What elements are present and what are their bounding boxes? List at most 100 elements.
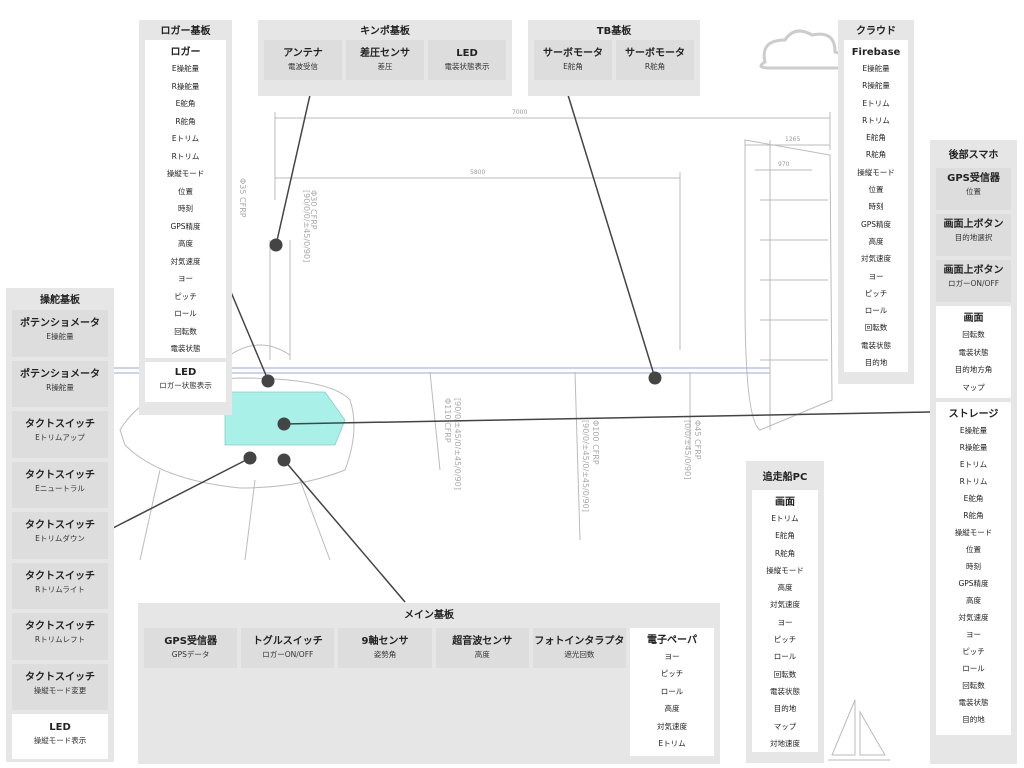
chase-screen-title: 画面 [775,497,795,508]
component-subtitle: E操舵量 [46,332,74,341]
list-item: 対気速度 [958,613,989,622]
component-title: GPS受信器 [947,173,1000,184]
dim-5800: 5800 [470,169,485,176]
component-card: トグルスイッチロガーON/OFF [241,628,335,668]
component-card: GPS受信器位置 [936,168,1011,210]
list-item: ピッチ [962,647,985,656]
component-subtitle: 電装状態表示 [444,62,490,71]
component-subtitle: 位置 [966,187,981,196]
cloud-title: クラウド [856,26,896,37]
tube-110-layup: [90/0/±45/0/±45/0/90] [453,398,462,490]
list-item: 目的地 [864,358,888,368]
list-item: 高度 [777,583,793,593]
component-title: LED [456,48,478,59]
list-item: 対気速度 [770,600,800,610]
component-card: タクトスイッチ Rトリムレフト [12,613,108,660]
list-item: E舵角 [866,133,886,143]
component-card: 9軸センサ姿勢角 [338,628,432,668]
list-item: 時刻 [868,202,884,212]
list-item: R舵角 [175,116,196,126]
component-subtitle: 高度 [474,650,490,659]
list-item: Rトリム [171,151,200,161]
component-title: タクトスイッチ [25,469,95,481]
list-item: E操舵量 [171,64,200,73]
component-subtitle: 電波受信 [288,62,318,71]
list-item: 高度 [178,239,193,248]
list-item: ロール [773,652,797,662]
list-item: 操縦モード [857,167,895,177]
list-item: 対気速度 [657,721,687,731]
tube-30-layup: [90/0/0/±45/0/90] [302,190,311,262]
component-subtitle: Rトリムライト [35,584,85,594]
logger-title: ロガー [170,47,201,58]
list-item: 操縦モード [166,169,205,178]
component-subtitle: 姿勢角 [373,650,397,659]
component-card: 差圧センサ差圧 [346,40,424,80]
component-subtitle: Rトリムレフト [34,635,86,644]
logger-connector-dot [261,374,275,388]
component-subtitle: 操縦モード変更 [33,685,87,695]
component-card: タクトスイッチ Eニュートラル [12,461,108,508]
logger-led-sub: ロガー状態表示 [159,381,212,390]
list-item: Eトリム [862,98,890,108]
component-subtitle: R操舵量 [46,382,74,392]
list-item: 目的地 [962,715,985,724]
main-board-title: メイン基板 [404,610,454,621]
list-item: 対地速度 [770,738,800,748]
tube-30-label: Φ30 CFRP [309,190,318,230]
rear-storage-title: ストレージ [948,409,999,420]
component-subtitle: Eニュートラル [35,483,85,493]
list-item: 位置 [966,545,981,554]
component-title: サーボモータ [625,48,685,59]
list-item: ロール [864,306,888,316]
component-title: GPS受信器 [164,636,217,647]
list-item: 回転数 [864,323,888,333]
component-card: タクトスイッチ操縦モード変更 [12,663,108,710]
component-title: 9軸センサ [361,636,409,647]
list-item: 操縦モード [766,565,804,575]
component-subtitle: 目的地選択 [954,233,993,242]
component-title: タクトスイッチ [25,621,95,632]
rear-phone-title: 後部スマホ [948,150,999,161]
list-item: 位置 [178,186,193,196]
list-item: ヨー [868,271,884,281]
list-item: 電装状態 [861,340,891,350]
list-item: 回転数 [773,669,797,679]
tube-45-label: Φ45 CFRP [693,420,702,460]
list-item: マップ [962,382,985,392]
epaper-title: 電子ペーパ [647,635,697,646]
tube-100-label: Φ100 CFRP [591,420,600,465]
component-subtitle: 遮光回数 [564,650,595,659]
list-item: Eトリム [658,739,686,749]
component-card: 画面上ボタンロガーON/OFF [936,260,1011,302]
rear-phone-panel: 後部スマホ GPS受信器位置画面上ボタン目的地選択画面上ボタンロガーON/OFF… [930,140,1017,764]
list-item: E操舵量 [959,426,988,435]
component-card: LED 電装状態表示 [428,40,506,80]
steer-led-sub: 操縦モード表示 [33,736,87,745]
component-title: アンテナ [283,48,323,59]
list-item: 電装状態 [770,686,800,696]
list-item: R舵角 [865,150,887,160]
component-title: 差圧センサ [360,48,410,59]
list-item: R操舵量 [171,81,200,91]
list-item: Eトリム [171,134,200,143]
list-item: ロール [962,664,985,673]
list-item: ロール [174,309,197,318]
component-card: アンテナ電波受信 [264,40,342,80]
component-subtitle: E舵角 [563,62,583,71]
list-item: 電装状態 [170,344,201,353]
list-item: マップ [773,721,797,731]
list-item: 対気速度 [170,256,201,266]
list-item: ヨー [664,652,680,661]
firebase-title: Firebase [851,47,901,58]
component-title: トグルスイッチ [252,636,323,647]
